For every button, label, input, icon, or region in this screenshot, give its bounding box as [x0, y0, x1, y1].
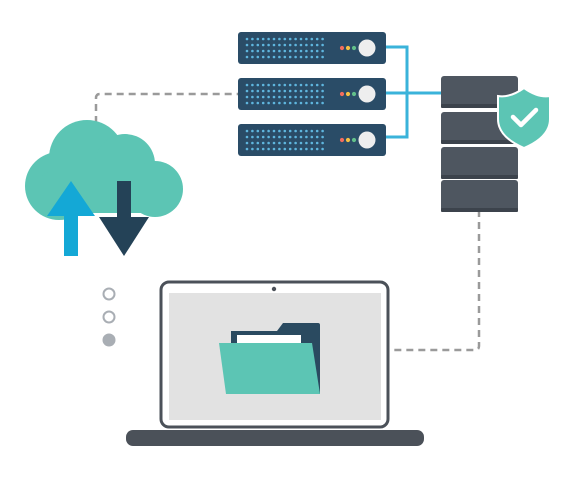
status-light: [345, 91, 351, 97]
pagination-dot[interactable]: [102, 310, 116, 324]
status-light: [339, 45, 345, 51]
rack-server-icon: [238, 32, 386, 64]
upload-arrow-icon: [47, 181, 95, 256]
pagination-dot[interactable]: [102, 333, 116, 347]
status-light: [339, 137, 345, 143]
folder-icon: [219, 323, 320, 394]
laptop-icon: [126, 280, 424, 446]
status-light: [351, 137, 357, 143]
cloud-to-server-connector: [94, 92, 246, 123]
shield-check-icon: [497, 86, 551, 150]
download-arrow-icon: [99, 181, 149, 256]
status-light: [351, 45, 357, 51]
webcam-dot: [271, 286, 277, 292]
storage-to-laptop-connector: [388, 210, 481, 352]
rack-server-icon: [238, 124, 386, 156]
status-light: [345, 137, 351, 143]
cloud-icon: [25, 120, 183, 220]
storage-unit: [441, 180, 518, 212]
pagination-dot[interactable]: [102, 287, 116, 301]
server-links: [384, 45, 446, 139]
power-button-icon: [358, 85, 376, 103]
power-button-icon: [358, 131, 376, 149]
rack-servers: [238, 32, 386, 156]
storage-unit: [441, 147, 518, 179]
status-light: [351, 91, 357, 97]
rack-server-icon: [238, 78, 386, 110]
status-light: [345, 45, 351, 51]
pagination-dots: [102, 287, 116, 347]
power-button-icon: [358, 39, 376, 57]
status-light: [339, 91, 345, 97]
laptop-base: [126, 430, 424, 446]
